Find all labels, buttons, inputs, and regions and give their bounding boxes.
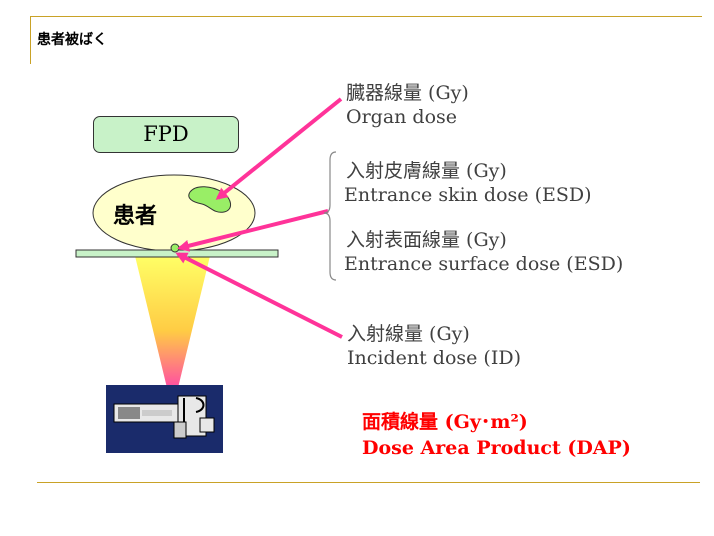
title-rule: [30, 16, 702, 17]
incident-dose-arrow: [175, 252, 343, 339]
incident-dose-label-en: Incident dose (ID): [347, 347, 521, 369]
bottom-rule: [37, 482, 700, 483]
esd-surface-label-en: Entrance surface dose (ESD): [344, 253, 624, 275]
dap-label-en: Dose Area Product (DAP): [362, 437, 631, 459]
dap-label-ja: 面積線量 (Gy･m²): [362, 411, 528, 433]
organ-dose-arrow: [215, 97, 343, 200]
entrance-dose-arrow: [177, 209, 329, 252]
patient-label: 患者: [113, 204, 158, 229]
x-ray-tube-icon: [106, 385, 223, 453]
esd-skin-label-ja: 入射皮膚線量 (Gy): [346, 160, 507, 182]
esd-skin-label-en: Entrance skin dose (ESD): [344, 184, 592, 206]
title-rule-vertical: [30, 16, 31, 64]
organ-dose-label-ja: 臓器線量 (Gy): [346, 82, 469, 104]
esd-surface-label-ja: 入射表面線量 (Gy): [346, 229, 507, 251]
fpd-box: FPD: [93, 116, 239, 153]
slide-title: 患者被ばく: [37, 32, 107, 48]
organ-dose-label-en: Organ dose: [346, 106, 458, 128]
x-ray-beam: [135, 256, 210, 392]
esd-brace: [323, 151, 337, 281]
surface-point-icon: [170, 243, 180, 253]
incident-dose-label-ja: 入射線量 (Gy): [347, 323, 470, 345]
